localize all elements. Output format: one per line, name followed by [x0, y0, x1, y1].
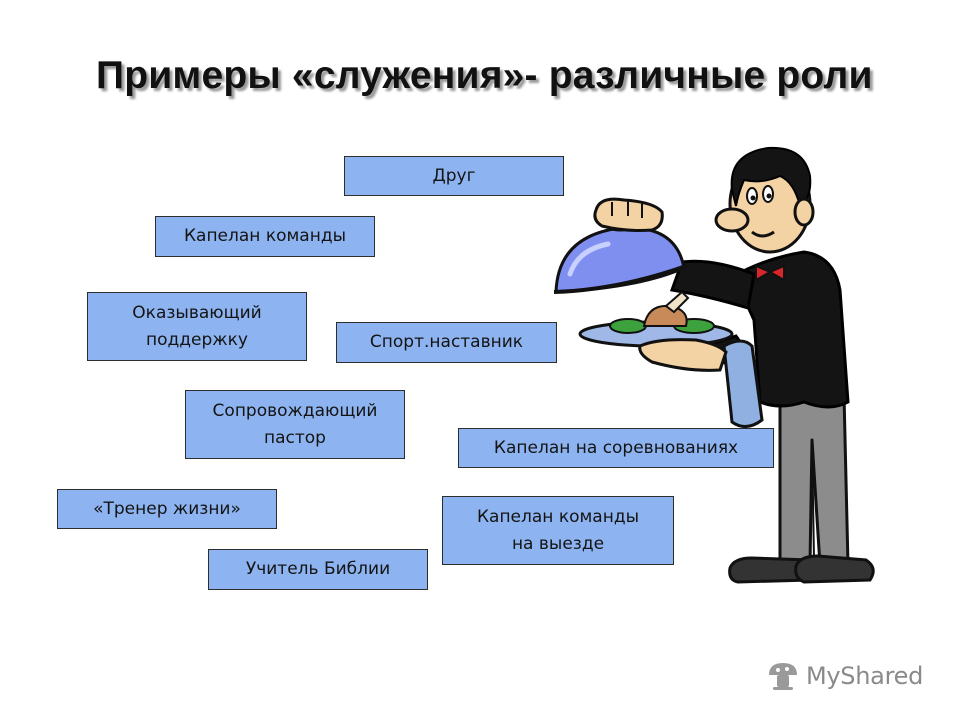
mushroom-logo-icon	[769, 663, 797, 690]
watermark: MyShared	[766, 656, 936, 696]
role-box-supporter: Оказывающий поддержку	[87, 292, 307, 361]
role-box-competition-chaplain: Капелан на соревнованиях	[458, 428, 774, 468]
waiter-holding-cloche-icon	[553, 146, 875, 584]
role-box-team-chaplain: Капелан команды	[155, 216, 375, 257]
role-box-accompanying-pastor: Сопровождающий пастор	[185, 390, 405, 459]
watermark-text: MyShared	[806, 662, 924, 690]
role-box-friend: Друг	[344, 156, 564, 196]
role-box-life-coach: «Тренер жизни»	[57, 489, 277, 529]
role-box-away-team-chaplain: Капелан команды на выезде	[442, 496, 674, 565]
slide-title: Примеры «служения»- различные роли	[96, 54, 873, 97]
role-box-sport-mentor: Спорт.наставник	[336, 322, 557, 363]
role-box-bible-teacher: Учитель Библии	[208, 549, 428, 590]
